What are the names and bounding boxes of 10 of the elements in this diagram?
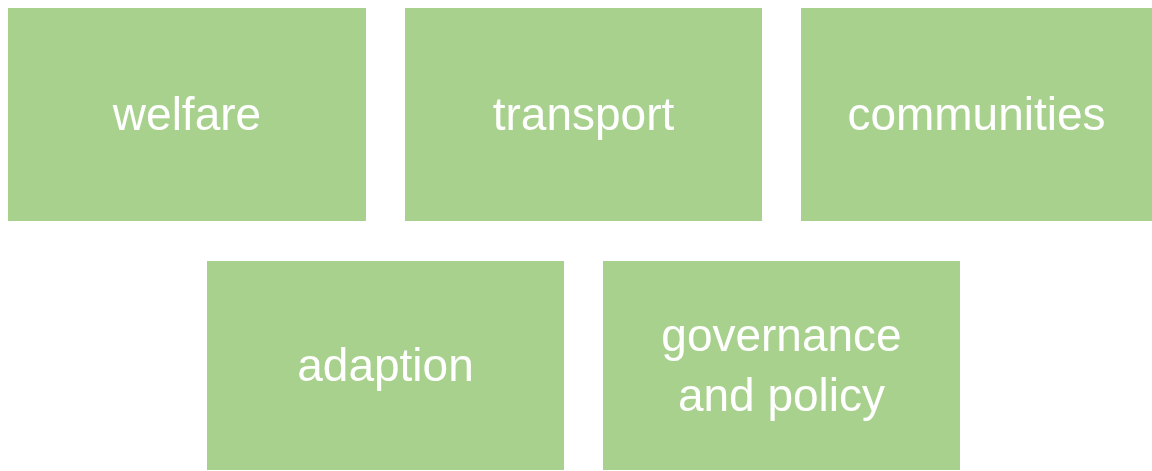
topic-box [603, 261, 960, 470]
topic-box [405, 8, 762, 221]
topic-box [8, 8, 366, 221]
topic-box [801, 8, 1152, 221]
topic-label: transport [492, 86, 675, 142]
topic-box [207, 261, 564, 470]
topic-label: governance and policy [660, 307, 903, 423]
topic-label: adaption [297, 337, 474, 393]
topic-label: welfare [112, 86, 262, 142]
topic-label: communities [847, 86, 1106, 142]
